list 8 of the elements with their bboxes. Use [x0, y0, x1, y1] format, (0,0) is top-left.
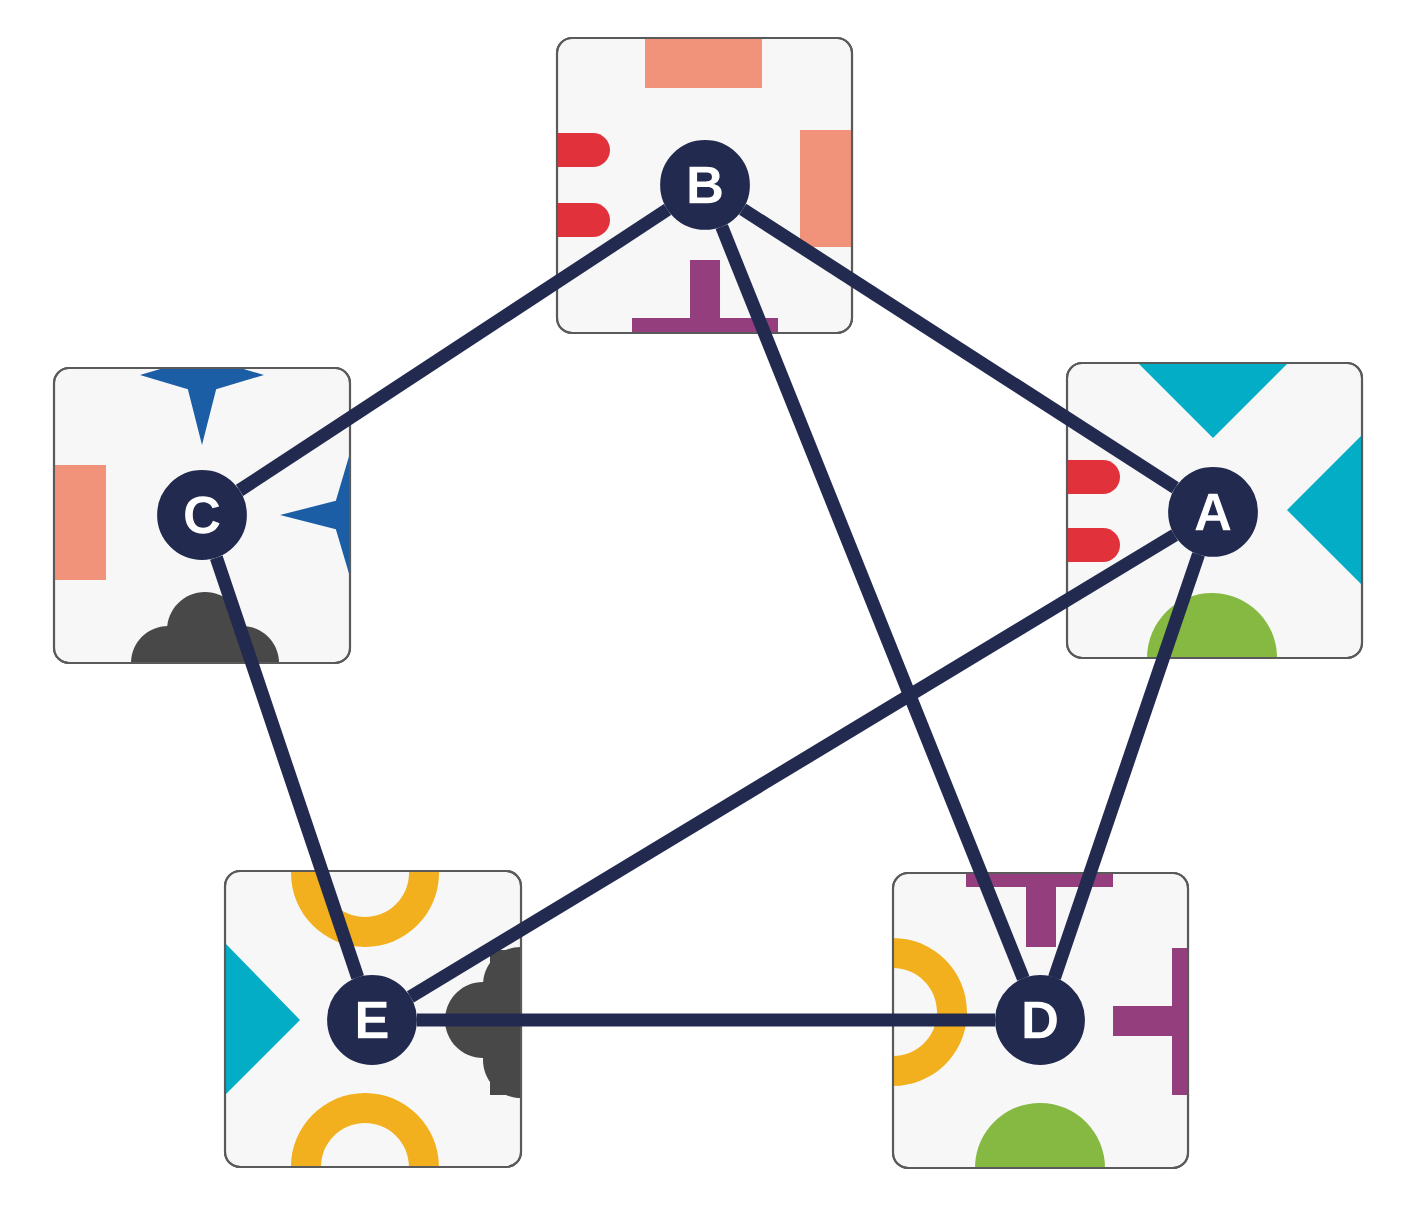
connector-line — [416, 1013, 996, 1027]
connector-line — [715, 224, 1030, 981]
connector-line — [235, 204, 672, 496]
connector-line — [210, 555, 364, 980]
connector-line — [739, 203, 1179, 494]
pattern-tile — [52, 366, 352, 665]
connector-line — [407, 529, 1178, 1003]
connector-line — [1048, 552, 1205, 980]
